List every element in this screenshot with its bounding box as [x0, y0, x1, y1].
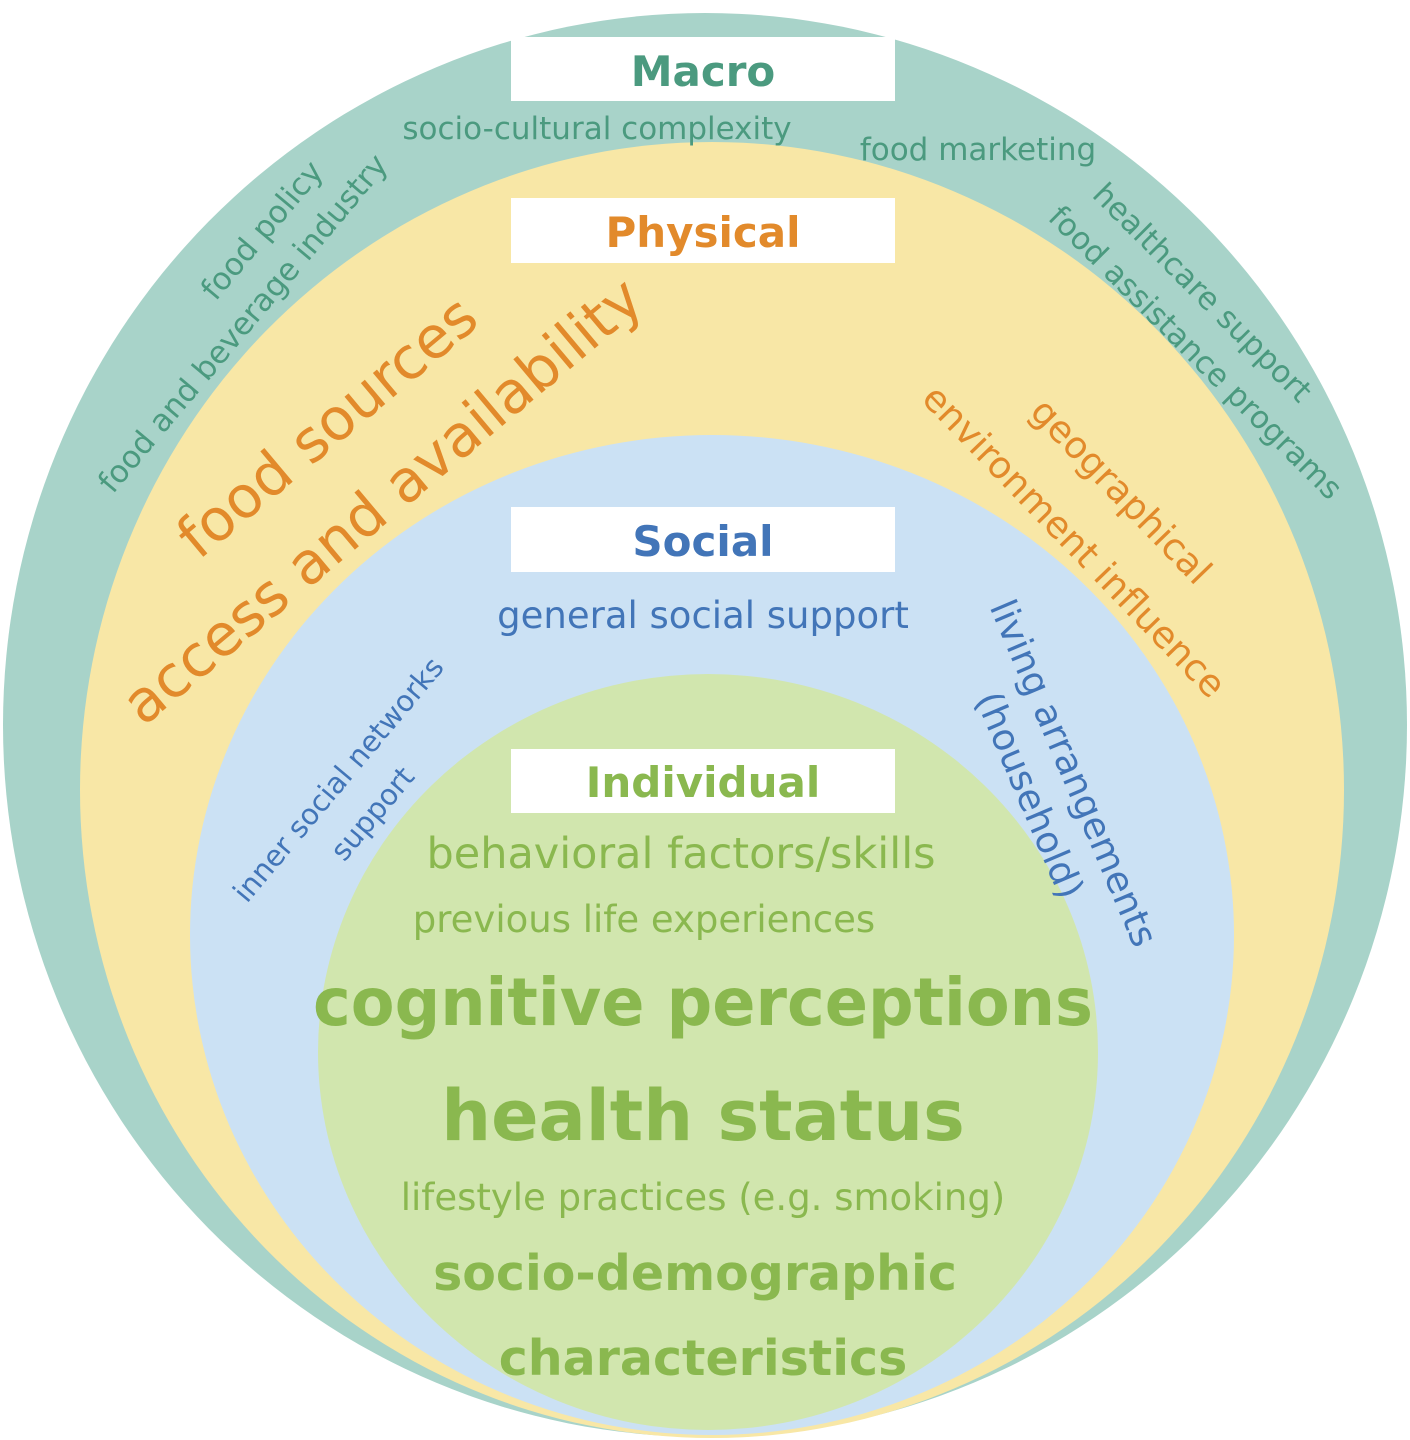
social-item-general-support: general social support [497, 594, 909, 637]
individual-title: Individual [586, 758, 820, 807]
physical-title-box [511, 198, 895, 263]
social-title-box [511, 507, 895, 572]
individual-item-characteristics: characteristics [499, 1330, 908, 1387]
individual-item-behavioral: behavioral factors/skills [426, 829, 935, 879]
individual-item-health: health status [441, 1075, 965, 1157]
macro-item-socio-cultural: socio-cultural complexity [402, 111, 791, 147]
macro-title: Macro [631, 47, 776, 96]
individual-title-box [511, 749, 895, 813]
macro-title-box [511, 37, 895, 101]
individual-layer [318, 674, 1098, 1430]
individual-item-socio-demographic: socio-demographic [433, 1245, 957, 1302]
social-title: Social [632, 517, 773, 566]
individual-item-lifestyle: lifestyle practices (e.g. smoking) [401, 1176, 1005, 1219]
individual-item-cognitive: cognitive perceptions [313, 964, 1093, 1041]
individual-item-previous: previous life experiences [413, 898, 875, 941]
physical-title: Physical [605, 208, 800, 257]
macro-item-food-marketing: food marketing [860, 132, 1096, 168]
